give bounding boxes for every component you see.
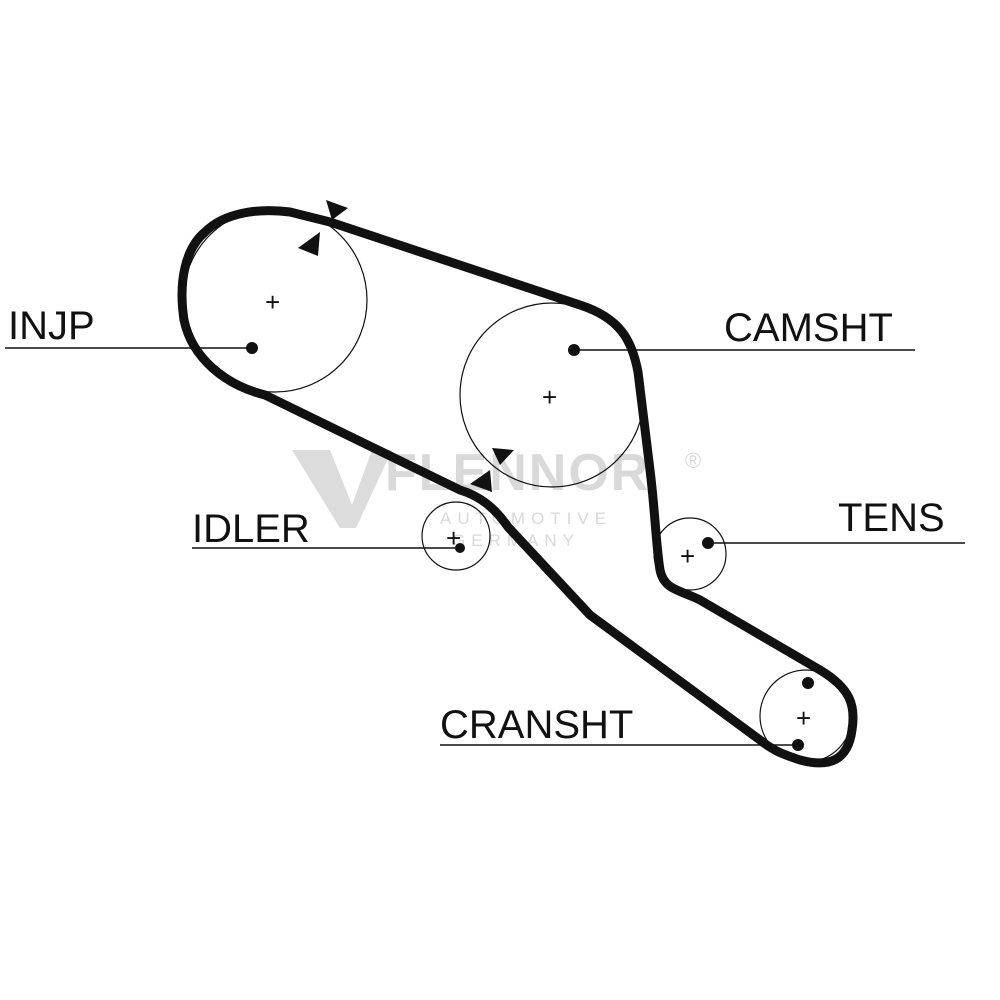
direction-arrow-left: [298, 232, 320, 256]
watermark-logo: [292, 450, 392, 528]
watermark-registered: ®: [685, 448, 701, 473]
watermark-line2: GERMANY: [452, 531, 580, 550]
tens-label: TENS: [838, 496, 945, 540]
watermark-line1: AUTOMOTIVE: [440, 509, 612, 528]
cransht-center-plus: +: [796, 703, 811, 733]
idler-label: IDLER: [192, 507, 310, 551]
tens-center-plus: +: [680, 541, 695, 571]
direction-arrow-middle: [492, 448, 514, 465]
injp-center-plus: +: [265, 287, 280, 317]
cransht-label: CRANSHT: [440, 703, 633, 747]
injp-label: INJP: [8, 304, 95, 348]
cransht-timing-dot-top: [802, 677, 814, 689]
direction-arrow-top: [326, 200, 348, 220]
camsht-center-plus: +: [542, 382, 557, 412]
watermark: FLENNOR ® AUTOMOTIVE GERMANY: [292, 444, 701, 550]
idler-pulley: [421, 501, 491, 571]
direction-arrow-lower: [470, 470, 492, 492]
timing-belt: [177, 206, 858, 768]
camsht-label: CAMSHT: [724, 306, 893, 350]
